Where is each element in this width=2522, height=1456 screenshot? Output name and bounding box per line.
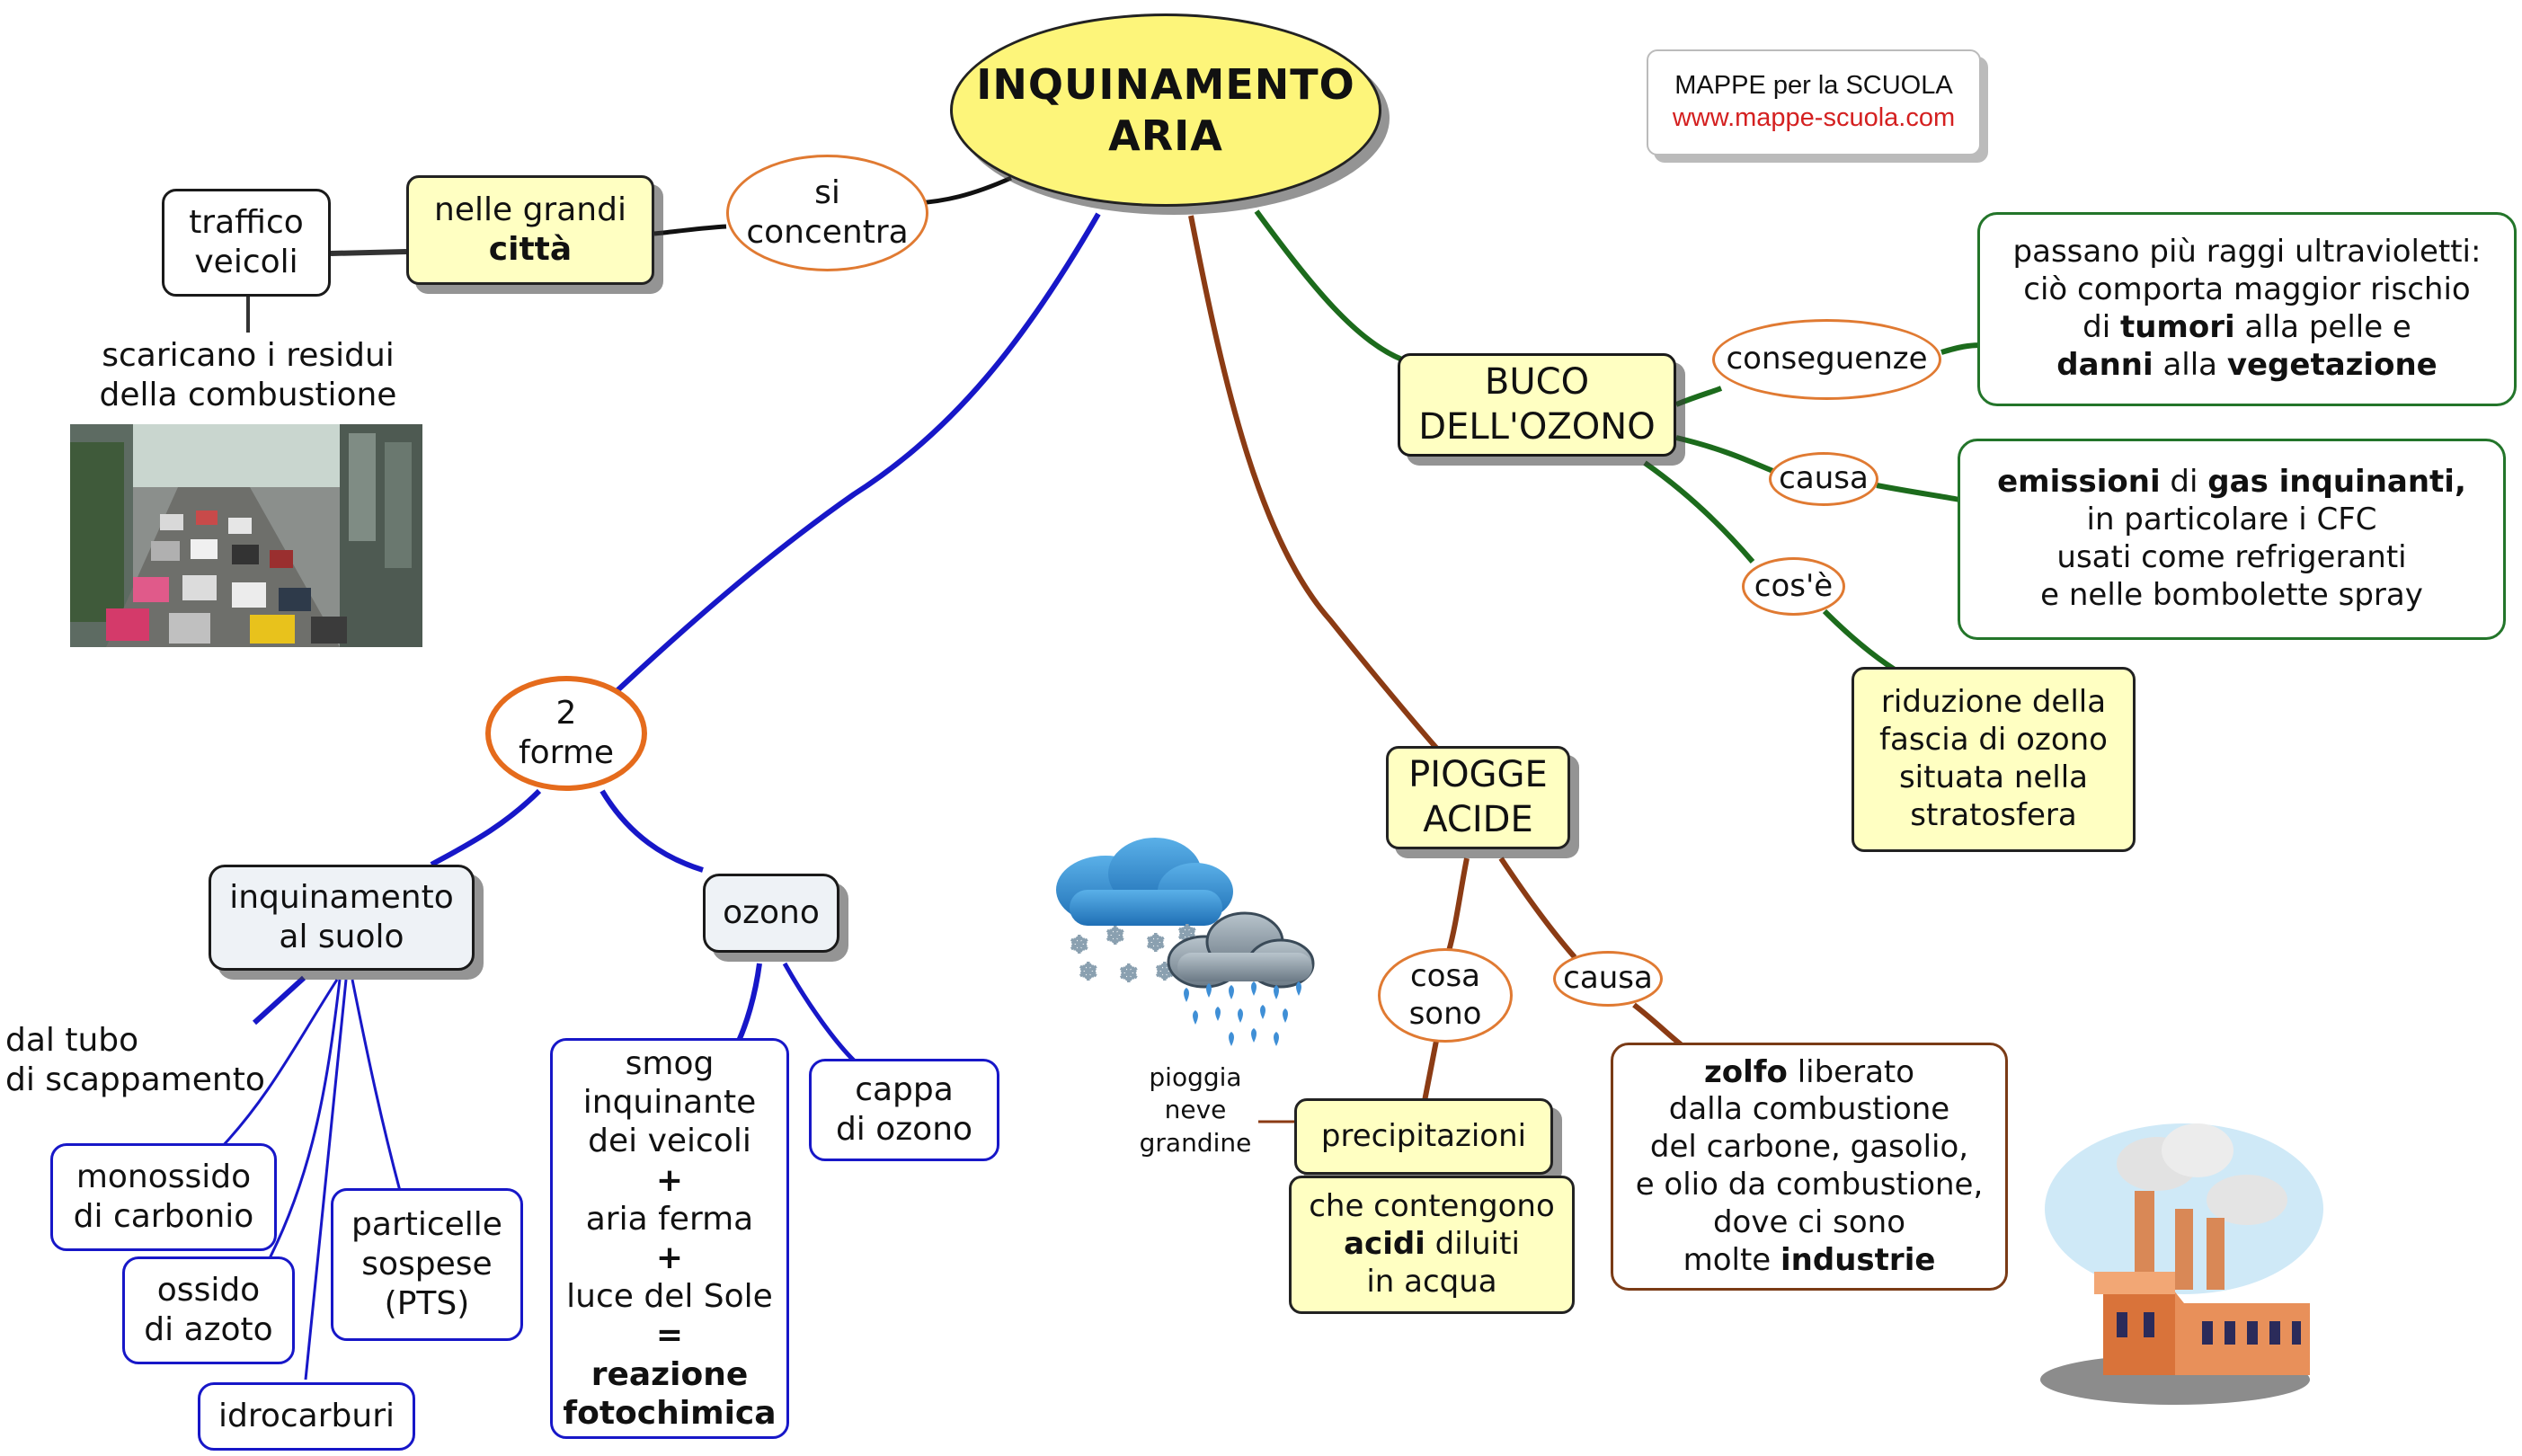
sulfur-box: zolfo liberato dalla combustione del car… bbox=[1611, 1043, 2008, 1291]
svg-text:❄: ❄ bbox=[1070, 932, 1089, 959]
svg-text:❄: ❄ bbox=[1119, 961, 1139, 988]
emissions-box: emissioni di gas inquinanti, in particol… bbox=[1958, 439, 2506, 640]
particles-box: particelle sospese (PTS) bbox=[331, 1188, 523, 1341]
acid-rain-box: PIOGGE ACIDE bbox=[1386, 746, 1570, 849]
traffic-jam-photo bbox=[70, 424, 422, 647]
city-box: nelle grandi città bbox=[406, 175, 654, 285]
ozone-cap-box: cappa di ozono bbox=[809, 1059, 999, 1161]
credit-box: MAPPE per la SCUOLA www.mappe-scuola.com bbox=[1647, 49, 1981, 155]
link-causa-acid: causa bbox=[1553, 951, 1663, 1007]
link-si-concentra: si concentra bbox=[726, 155, 928, 271]
precipitation-box: precipitazioni bbox=[1294, 1098, 1553, 1175]
credit-url[interactable]: www.mappe-scuola.com bbox=[1672, 103, 1956, 132]
hydrocarbons-box: idrocarburi bbox=[198, 1382, 415, 1451]
link-cose: cos'è bbox=[1742, 557, 1845, 616]
credit-line1: MAPPE per la SCUOLA bbox=[1674, 71, 1953, 101]
factory-icon bbox=[2040, 1123, 2323, 1405]
svg-text:❄: ❄ bbox=[1106, 923, 1125, 950]
svg-text:❄: ❄ bbox=[1146, 930, 1166, 957]
weather-caption: pioggia neve grandine bbox=[1139, 1061, 1252, 1158]
consequences-box: passano più raggi ultravioletti: ciò com… bbox=[1977, 212, 2517, 406]
title-line1: INQUINAMENTO bbox=[976, 59, 1355, 109]
link-cosa-sono: cosa sono bbox=[1378, 948, 1513, 1043]
title-line2: ARIA bbox=[1108, 111, 1223, 160]
monoxide-box: monossido di carbonio bbox=[50, 1143, 277, 1251]
link-causa-ozone: causa bbox=[1769, 452, 1878, 506]
traffic-note: scaricano i residui della combustione bbox=[99, 336, 397, 413]
svg-text:❄: ❄ bbox=[1079, 959, 1098, 986]
acids-box: che contengono acidi diluiti in acqua bbox=[1289, 1176, 1575, 1314]
exhaust-label: dal tubo di scappamento bbox=[5, 1021, 265, 1098]
traffic-box: traffico veicoli bbox=[162, 189, 331, 297]
ozone-hole-box: BUCO DELL'OZONO bbox=[1398, 353, 1676, 457]
ground-pollution-box: inquinamento al suolo bbox=[209, 865, 475, 971]
smog-box: smog inquinante dei veicoli + aria ferma… bbox=[550, 1038, 789, 1439]
link-2-forme: 2 forme bbox=[485, 676, 647, 791]
weather-cloud-icon: ❄❄❄ ❄❄❄❄ bbox=[1056, 838, 1315, 1046]
title-node: INQUINAMENTO ARIA bbox=[950, 13, 1381, 207]
nitrogen-oxide-box: ossido di azoto bbox=[122, 1256, 295, 1364]
reduction-box: riduzione della fascia di ozono situata … bbox=[1852, 667, 2136, 852]
ozone-box: ozono bbox=[703, 874, 839, 953]
link-conseguenze: conseguenze bbox=[1712, 319, 1941, 400]
